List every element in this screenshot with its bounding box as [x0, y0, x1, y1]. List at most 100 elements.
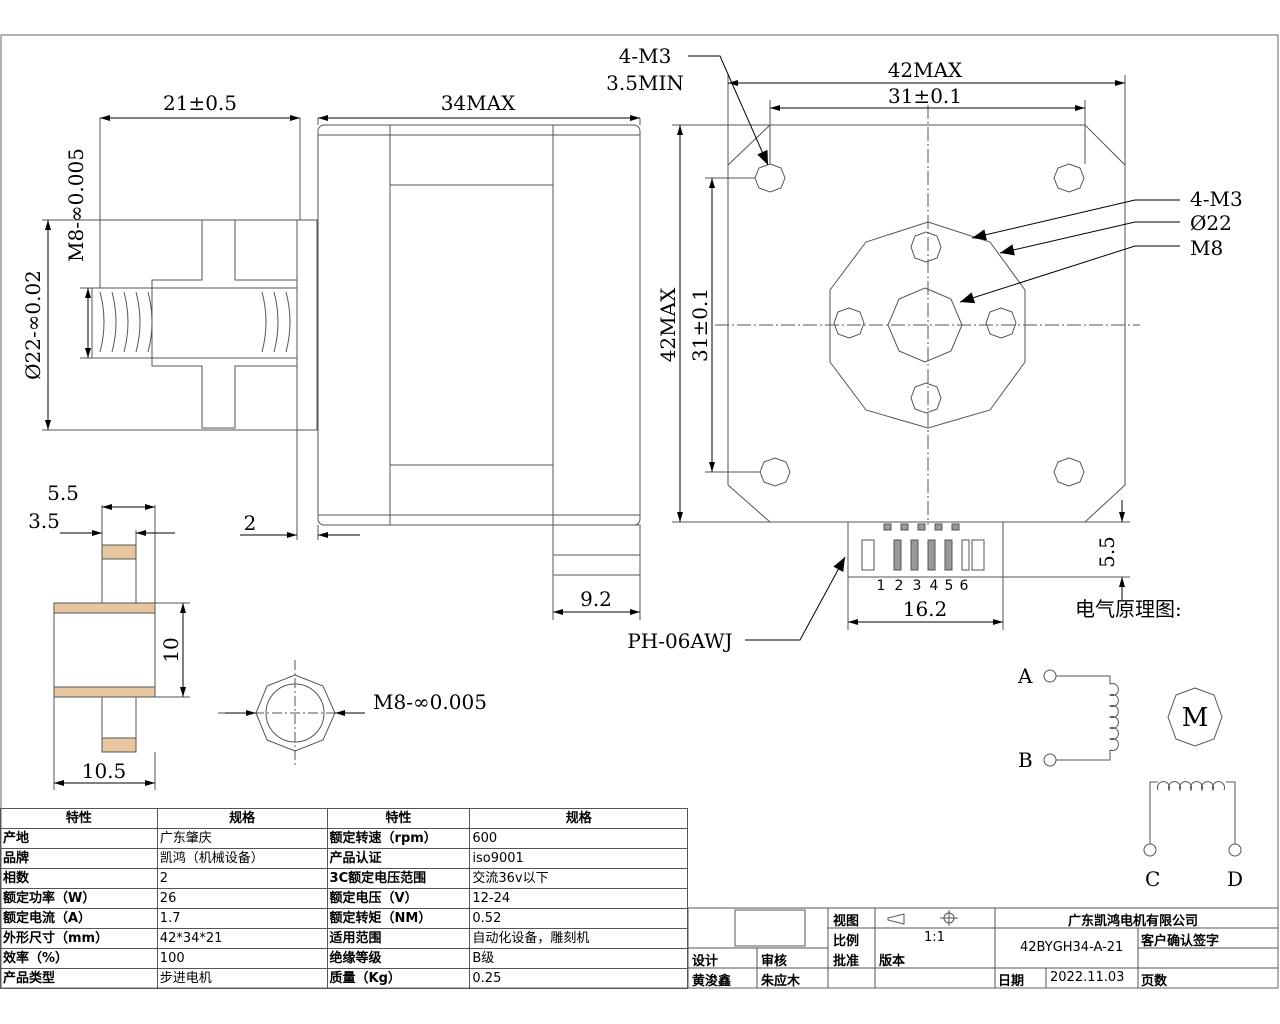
dim-nut-top-b: 3.5 — [28, 509, 60, 533]
spec-value: 2 — [156, 868, 328, 889]
spec-value: 26 — [156, 888, 328, 909]
dim-front-thread: M8-∞0.005 — [64, 148, 88, 262]
spec-key: 产品认证 — [326, 848, 471, 869]
review-label: 审核 — [761, 954, 788, 969]
spec-value: 步进电机 — [156, 968, 328, 989]
spec-key: 品牌 — [0, 848, 158, 869]
note-screw-a: 4-M3 — [619, 44, 672, 68]
side-view-dimensions — [45, 115, 640, 615]
design-label: 设计 — [692, 954, 719, 969]
dim-nut-thread: M8-∞0.005 — [373, 690, 487, 714]
pin-label: 3 — [913, 578, 922, 594]
dim-nut-top-a: 5.5 — [47, 481, 79, 505]
spec-header: 规格 — [469, 808, 688, 829]
schematic — [1043, 669, 1242, 857]
spec-key: 质量（Kg） — [326, 968, 471, 989]
terminal-d — [1228, 843, 1242, 857]
dim-nut-height: 10 — [159, 637, 183, 662]
spec-key: 适用范围 — [326, 928, 471, 949]
terminal-b — [1043, 753, 1057, 767]
projection-symbol-icon — [887, 910, 958, 926]
table-row: 额定电流（A） 1.7 额定转矩（NM） 0.52 — [0, 908, 688, 929]
table-row: 相数 2 3C额定电压范围 交流36v以下 — [0, 868, 688, 889]
spec-value: 交流36v以下 — [469, 868, 688, 889]
scale-label: 比例 — [833, 934, 860, 949]
dimension-labels: 21±0.5 34MAX M8-∞0.005 Ø22-∞0.02 2 9.2 5… — [21, 44, 1243, 783]
motor-symbol — [1167, 687, 1223, 747]
schematic-labels: 电气原理图: A B C D M — [1017, 597, 1243, 891]
spec-key: 额定电压（V） — [326, 888, 471, 909]
spec-value: 自动化设备，雕刻机 — [469, 928, 688, 949]
spec-key: 额定转速（rpm） — [326, 828, 471, 849]
nut-end-view — [218, 660, 365, 765]
front-view-dimensions — [677, 55, 1180, 641]
table-row: 品牌 凯鸿（机械设备） 产品认证 iso9001 — [0, 848, 688, 869]
spec-key: 效率（%） — [0, 948, 158, 969]
version-label: 版本 — [879, 954, 906, 969]
dim-connector-offset: 5.5 — [1095, 536, 1119, 568]
spec-key: 3C额定电压范围 — [326, 868, 471, 889]
spec-key: 产地 — [0, 828, 158, 849]
schematic-title: 电气原理图: — [1075, 597, 1182, 621]
spec-key: 额定功率（W） — [0, 888, 158, 909]
spec-value: 0.25 — [469, 968, 688, 989]
spec-key: 外形尺寸（mm） — [0, 928, 158, 949]
thread-left — [99, 291, 291, 353]
dim-connector-width: 16.2 — [903, 597, 948, 621]
pin-label: 4 — [930, 578, 939, 594]
terminal-c — [1143, 843, 1157, 857]
date-value: 2022.11.03 — [1050, 970, 1125, 985]
spec-key: 产品类型 — [0, 968, 158, 989]
corner-holes — [754, 163, 1085, 487]
spec-value: 1.7 — [156, 908, 328, 929]
connector-name: PH-06AWJ — [627, 629, 732, 653]
dim-nut-width: 10.5 — [82, 759, 127, 783]
spec-header: 特性 — [0, 808, 158, 829]
dim-front-dia: Ø22-∞0.02 — [21, 270, 45, 380]
table-row: 产品类型 步进电机 质量（Kg） 0.25 — [0, 968, 688, 989]
spec-header: 规格 — [156, 808, 328, 829]
label-phase-a: A — [1017, 664, 1033, 688]
table-row: 外形尺寸（mm） 42*34*21 适用范围 自动化设备，雕刻机 — [0, 928, 688, 949]
spec-value: 广东肇庆 — [156, 828, 328, 849]
designer-name: 黄浚鑫 — [692, 974, 732, 989]
pin-label: 6 — [960, 578, 969, 594]
view-label: 视图 — [833, 914, 860, 929]
title-block-grid — [687, 907, 1278, 988]
spec-key: 额定转矩（NM） — [326, 908, 471, 929]
spec-key: 额定电流（A） — [0, 908, 158, 929]
model-number: 42BYGH34-A-21 — [1020, 940, 1124, 955]
dim-face-height-max: 42MAX — [656, 287, 680, 362]
pages-label: 页数 — [1141, 974, 1168, 989]
dim-face-hole-span: 31±0.1 — [888, 84, 962, 108]
callout-m8: M8 — [1190, 236, 1223, 260]
dim-face-width-max: 42MAX — [888, 58, 963, 82]
coil-cd — [1157, 781, 1225, 792]
coil-ab — [1108, 683, 1119, 751]
motor-label: M — [1182, 703, 1209, 733]
note-screw-b: 3.5MIN — [606, 71, 684, 95]
dim-body-length: 34MAX — [441, 91, 516, 115]
connector-pins — [883, 523, 970, 571]
spec-value: 600 — [469, 828, 688, 849]
callout-dia: Ø22 — [1190, 211, 1232, 235]
side-view — [42, 118, 641, 620]
nut-dimensions — [54, 504, 186, 786]
spec-value: 0.52 — [469, 908, 688, 929]
pin-label: 2 — [895, 578, 904, 594]
spec-table: 特性 规格 特性 规格 产地 广东肇庆 额定转速（rpm） 600 品牌 凯鸿（… — [0, 808, 688, 989]
spec-value: iso9001 — [469, 848, 688, 869]
dim-flange-offset: 2 — [244, 511, 257, 535]
date-label: 日期 — [998, 974, 1025, 989]
label-phase-d: D — [1227, 867, 1243, 891]
callout-m3: 4-M3 — [1190, 187, 1243, 211]
company-name: 广东凯鸿电机有限公司 — [1068, 914, 1199, 929]
front-view — [672, 75, 1140, 630]
label-phase-c: C — [1145, 867, 1160, 891]
spec-value: 凯鸿（机械设备） — [156, 848, 328, 869]
approve-label: 批准 — [833, 954, 860, 969]
terminal-a — [1043, 669, 1057, 683]
spec-key: 相数 — [0, 868, 158, 889]
label-phase-b: B — [1018, 748, 1033, 772]
pin-label: 1 — [877, 578, 886, 594]
